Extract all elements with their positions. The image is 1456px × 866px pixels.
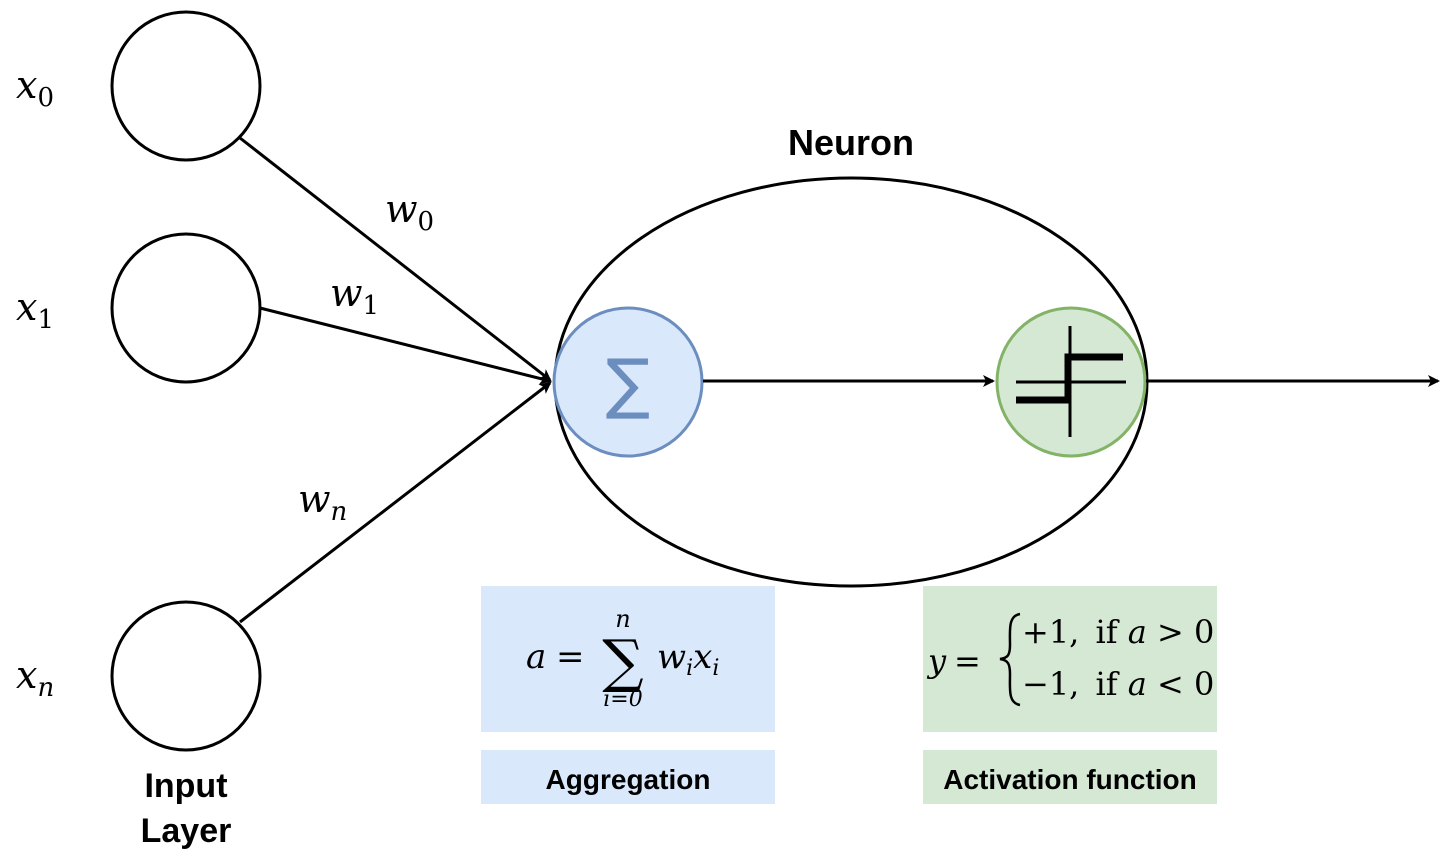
input-node-0 [110, 10, 262, 162]
aggregation-label-box [481, 750, 775, 804]
input-layer-label: Input [144, 767, 227, 805]
neuron-title: Neuron [788, 122, 914, 163]
input-label-0: x0 [16, 63, 54, 113]
input-label-1: x1 [16, 285, 54, 335]
svg-text:i=0: i=0 [603, 687, 642, 712]
aggregation-formula-box [481, 586, 775, 732]
svg-text:a: a [526, 637, 546, 677]
svg-text:n: n [615, 605, 630, 633]
sigma-icon: ∑ [606, 345, 650, 422]
svg-text:=: = [954, 642, 981, 680]
aggregation-node [552, 306, 704, 458]
weight-label-n: wn [298, 477, 347, 527]
step-function-icon [1016, 326, 1126, 437]
activation-label-box [923, 750, 1217, 804]
weight-label-1: w1 [330, 271, 379, 321]
left-brace-icon [999, 612, 1021, 707]
input-layer-label-line2: Layer [141, 812, 232, 850]
input-label-n: xn [16, 653, 54, 703]
svg-text:∑: ∑ [602, 627, 643, 695]
svg-text:wixi: wixi [657, 637, 719, 681]
connection-1 [259, 306, 552, 385]
connection-n [239, 381, 552, 624]
weight-label-0: w0 [385, 187, 434, 237]
aggregation-label: Aggregation [546, 764, 711, 795]
connection-0 [239, 136, 552, 382]
activation-formula: y = +1, if a > 0 −1, if a < 0 [926, 612, 1214, 707]
activation-label: Activation function [943, 764, 1197, 795]
input-node-1 [110, 232, 262, 384]
aggregation-formula: a = ∑ n i=0 wixi [526, 605, 719, 712]
input-node-n [110, 600, 262, 752]
activation-formula-box [923, 586, 1217, 732]
svg-text:=: = [556, 637, 585, 677]
svg-text:+1, if a >: +1, if a > 0 [1022, 613, 1214, 651]
svg-text:y: y [926, 642, 947, 680]
svg-text:−1, if a <: −1, if a < 0 [1022, 665, 1214, 703]
